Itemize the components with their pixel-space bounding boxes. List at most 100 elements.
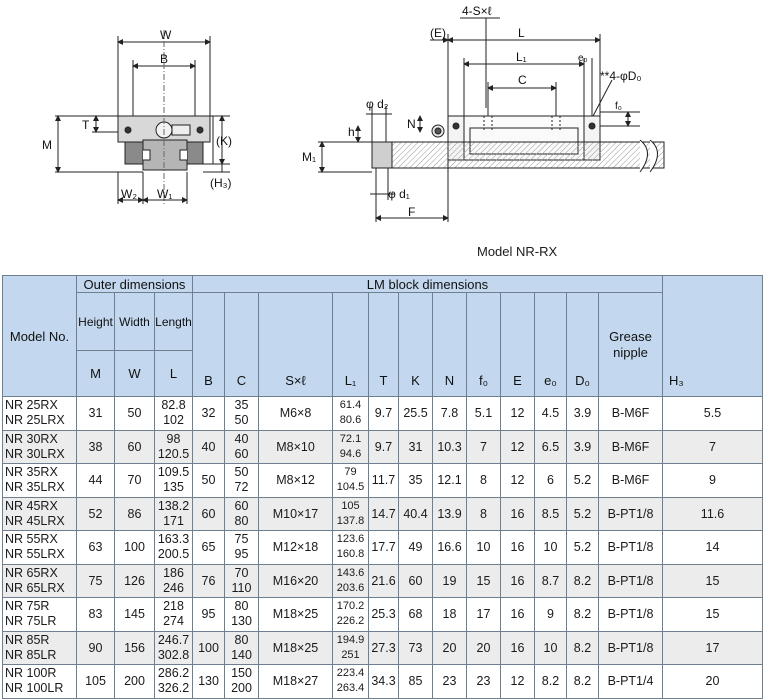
cell-t: 11.7 bbox=[368, 463, 399, 498]
cell-f0: 20 bbox=[466, 630, 501, 665]
cell-value: 110 bbox=[231, 580, 252, 595]
cell-m: 75 bbox=[76, 563, 115, 598]
cell-value: 218 bbox=[163, 599, 184, 614]
cell-value: 80 bbox=[234, 513, 249, 528]
cell-e0: 8.7 bbox=[534, 563, 567, 598]
cell-value: 82.8 bbox=[161, 398, 186, 413]
header-K: K bbox=[398, 292, 433, 397]
cell-d0: 8.2 bbox=[566, 563, 599, 598]
cell-nipple: B-M6F bbox=[598, 429, 663, 464]
cell-value: 302.8 bbox=[157, 647, 190, 662]
label-SxL: 4-S×ℓ bbox=[462, 4, 492, 18]
cell-f0: 8 bbox=[466, 463, 501, 498]
cell-value: 200 bbox=[231, 681, 252, 696]
cell-e: 12 bbox=[500, 429, 535, 464]
cell-e: 16 bbox=[500, 530, 535, 565]
cell-h3: 11.6 bbox=[662, 496, 763, 531]
cell-value: 140 bbox=[231, 647, 252, 662]
header-height: Height bbox=[76, 292, 115, 351]
cell-sxl: M12×18 bbox=[258, 530, 333, 565]
cell-t: 25.3 bbox=[368, 597, 399, 632]
cell-value: 223.4 bbox=[336, 667, 365, 680]
cell-value: 226.2 bbox=[336, 615, 365, 628]
cell-value: 171 bbox=[163, 513, 184, 528]
cell-value: 194.9 bbox=[336, 633, 365, 646]
end-view-labels: W B M T (K) (H₃) W₂ W₁ bbox=[42, 28, 232, 201]
cell-h3: 7 bbox=[662, 429, 763, 464]
cell-value: 326.2 bbox=[157, 681, 190, 696]
cell-value: 186 bbox=[163, 565, 184, 580]
cell-k: 40.4 bbox=[398, 496, 433, 531]
cell-e: 16 bbox=[500, 496, 535, 531]
cell-nipple: B-PT1/8 bbox=[598, 496, 663, 531]
cell-t: 9.7 bbox=[368, 396, 399, 431]
cell-f0: 5.1 bbox=[466, 396, 501, 431]
cell-e0: 10 bbox=[534, 630, 567, 665]
header-outer-dimensions: Outer dimensions bbox=[76, 275, 193, 293]
label-N: N bbox=[407, 117, 416, 131]
cell-n: 23 bbox=[432, 664, 467, 699]
cell-e0: 4.5 bbox=[534, 396, 567, 431]
header-M: M bbox=[76, 350, 115, 397]
cell-d0: 5.2 bbox=[566, 463, 599, 498]
label-e0: e₀ bbox=[578, 53, 588, 64]
header-N: N bbox=[432, 292, 467, 397]
model-name: NR 100LR bbox=[5, 681, 64, 696]
label-h: h bbox=[348, 125, 355, 139]
cell-l1: 170.2 226.2 bbox=[332, 597, 369, 632]
model-name: NR 75R bbox=[5, 599, 50, 614]
cell-sxl: M18×25 bbox=[258, 630, 333, 665]
cell-h3: 14 bbox=[662, 530, 763, 565]
cell-value: 200.5 bbox=[157, 547, 190, 562]
cell-w: 100 bbox=[114, 530, 155, 565]
label-W: W bbox=[160, 28, 172, 42]
header-e0: e₀ bbox=[534, 292, 567, 397]
cell-sxl: M8×10 bbox=[258, 429, 333, 464]
cell-m: 105 bbox=[76, 664, 115, 699]
cell-h3: 9 bbox=[662, 463, 763, 498]
cell-value: 170.2 bbox=[336, 600, 365, 613]
label-H3: (H₃) bbox=[210, 176, 232, 190]
cell-w: 156 bbox=[114, 630, 155, 665]
cell-h3: 15 bbox=[662, 597, 763, 632]
cell-h3: 20 bbox=[662, 664, 763, 699]
header-H3-col: H₃ bbox=[662, 275, 763, 397]
cell-value: 163.3 bbox=[157, 532, 190, 547]
cell-m: 31 bbox=[76, 396, 115, 431]
cell-e0: 6.5 bbox=[534, 429, 567, 464]
cell-m: 52 bbox=[76, 496, 115, 531]
cell-value: 61.4 bbox=[339, 399, 362, 412]
header-model-no: Model No. bbox=[2, 275, 77, 397]
model-name: NR 100R bbox=[5, 666, 57, 681]
cell-value: 79 bbox=[344, 466, 357, 479]
cell-value: 130 bbox=[231, 614, 252, 629]
cell-value: 104.5 bbox=[336, 481, 365, 494]
cell-l1: 79 104.5 bbox=[332, 463, 369, 498]
cell-w: 60 bbox=[114, 429, 155, 464]
cell-w: 145 bbox=[114, 597, 155, 632]
cell-nipple: B-PT1/8 bbox=[598, 630, 663, 665]
spec-table: Model No. Outer dimensions LM block dime… bbox=[2, 275, 763, 699]
cell-k: 49 bbox=[398, 530, 433, 565]
cell-value: 98 bbox=[166, 431, 181, 446]
header-W: W bbox=[114, 350, 155, 397]
cell-sxl: M10×17 bbox=[258, 496, 333, 531]
cell-d0: 3.9 bbox=[566, 429, 599, 464]
header-length: Length bbox=[154, 292, 193, 351]
model-name: NR 75LR bbox=[5, 614, 57, 629]
cell-k: 60 bbox=[398, 563, 433, 598]
cell-h3: 17 bbox=[662, 630, 763, 665]
header-L1: L₁ bbox=[332, 292, 369, 397]
cell-sxl: M18×27 bbox=[258, 664, 333, 699]
